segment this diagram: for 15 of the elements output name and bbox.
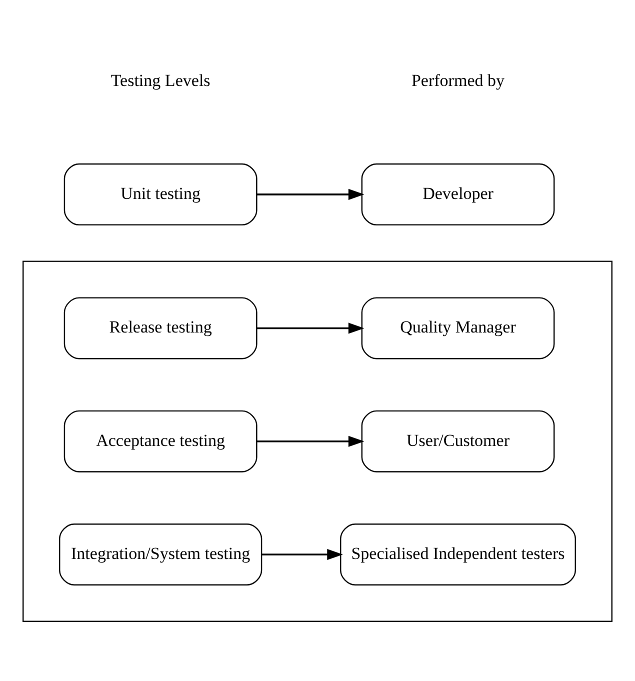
node-box: Unit testing [64,162,258,225]
node-box: Integration/System testing [59,522,262,586]
node-box: Developer [361,162,555,225]
node-box: Quality Manager [361,296,555,359]
arrow [256,188,364,200]
node-box: Release testing [64,296,258,359]
label: Testing Levels [110,70,210,90]
node-box: User/Customer [361,410,555,472]
node-box: Acceptance testing [64,410,258,472]
node-box: Specialised Independent testers [340,522,576,586]
label: Performed by [411,70,505,90]
cluster [22,260,612,622]
arrow [256,435,364,446]
arrow [256,322,364,334]
arrow [262,548,343,560]
